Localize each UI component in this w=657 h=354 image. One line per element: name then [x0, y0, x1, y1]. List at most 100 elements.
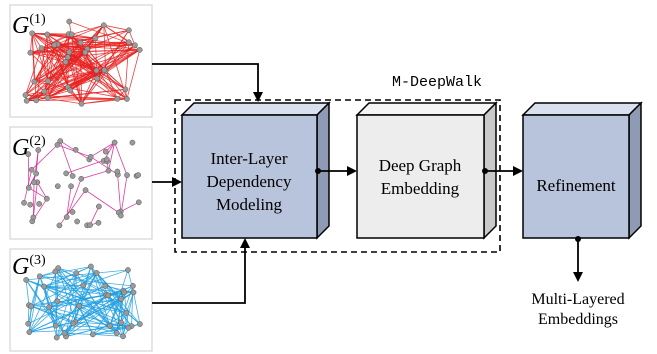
graph3-node	[118, 319, 124, 326]
graph3-edge	[104, 285, 127, 313]
graph1-node	[22, 92, 29, 98]
graph1-edge	[31, 33, 35, 82]
graph1-edge	[46, 34, 49, 82]
graph1-node	[33, 97, 40, 104]
graph2-node	[57, 138, 64, 144]
graph3-node	[25, 320, 32, 327]
graph2-edge	[114, 142, 128, 176]
graph3-edge	[49, 298, 122, 308]
graph1-node	[136, 47, 143, 53]
graph2-edge	[59, 140, 73, 177]
graph3-edge	[79, 298, 122, 307]
graph3-edge	[28, 306, 32, 333]
graph1-edge	[67, 69, 105, 88]
deep-graph-block: Deep Graph Embedding	[355, 101, 498, 240]
graph2-edge	[32, 182, 35, 218]
graph2-edge	[33, 149, 39, 183]
output-line2: Embeddings	[538, 311, 618, 328]
graph1-edge	[32, 32, 69, 35]
graph1-edge	[105, 70, 118, 99]
graph2-node	[63, 170, 70, 177]
graph1-edge	[69, 69, 105, 91]
graph1-edge	[68, 52, 82, 104]
graph1-node	[44, 94, 51, 101]
graph1-node	[68, 31, 75, 38]
graph2-node	[87, 153, 94, 160]
graph1-edge	[54, 24, 104, 46]
graph-layer-3	[23, 263, 143, 341]
graph3-edge	[122, 312, 127, 337]
graph3-edge	[96, 272, 109, 296]
graph3-node	[46, 304, 53, 310]
graph2-node	[54, 183, 61, 190]
graph2-node	[82, 187, 89, 193]
graph2-edge	[66, 159, 107, 174]
graph1-node	[66, 18, 73, 25]
graph1-edge	[69, 21, 136, 46]
graph3-node	[23, 277, 29, 283]
inter-layer-line3: Modeling	[216, 195, 283, 214]
graph2-edge	[116, 171, 122, 212]
graph1-edge	[47, 44, 136, 99]
graph3-edge	[43, 286, 65, 334]
graph2-edge	[66, 178, 82, 218]
graph2-node	[135, 199, 142, 206]
layer-2-label: G(2)	[12, 134, 46, 161]
graph3-edge	[30, 272, 97, 307]
graph1-edge	[29, 33, 33, 53]
graph1-edge	[84, 52, 105, 71]
graph3-node	[52, 268, 59, 275]
graph1-node	[38, 45, 45, 52]
graph1-edge	[46, 34, 71, 91]
graph3-edge	[107, 295, 127, 314]
graph2-node	[78, 175, 85, 182]
graph3-edge	[74, 273, 77, 322]
graph3-edge	[90, 266, 111, 326]
graph3-node	[28, 303, 34, 310]
graph1-edge	[87, 29, 130, 50]
graph3-edge	[43, 286, 58, 338]
graph3-edge	[57, 267, 109, 296]
graph3-node	[41, 283, 47, 290]
graph2-node	[103, 156, 110, 163]
graph1-edge	[104, 69, 126, 90]
graph2-node	[129, 139, 136, 146]
graph2-node	[74, 218, 80, 225]
graph3-edge	[76, 272, 125, 293]
graph3-edge	[30, 276, 41, 307]
graph1-node	[31, 78, 38, 85]
inter-layer-block: Inter-Layer Dependency Modeling	[180, 101, 331, 240]
graph3-edge	[58, 267, 77, 274]
graph1-edge	[47, 41, 129, 82]
graph3-edge	[65, 272, 77, 337]
graph1-node	[122, 86, 129, 93]
graph3-node	[106, 322, 113, 329]
graph2-node	[35, 147, 42, 153]
graph3-node	[93, 270, 100, 276]
graph2-edge	[90, 142, 115, 158]
graph1-node	[93, 67, 100, 74]
graph3-edge	[56, 272, 77, 338]
deep-graph-line1: Deep Graph	[379, 156, 462, 175]
graph2-node	[36, 201, 42, 207]
graph1-edge	[47, 24, 105, 82]
graph1-edge	[41, 48, 49, 82]
m-deepwalk-label: M-DeepWalk	[392, 74, 482, 91]
graph3-node	[54, 298, 61, 305]
graph1-node	[66, 49, 73, 56]
graph2-edge	[90, 156, 119, 176]
graph3-node	[125, 267, 131, 273]
graph1-edge	[53, 44, 71, 91]
graph1-edge	[26, 88, 126, 102]
graph3-node	[137, 321, 143, 327]
graph2-edge	[85, 189, 119, 213]
graph3-edge	[25, 279, 30, 306]
graph3-edge	[39, 275, 109, 296]
graph2-edge	[108, 142, 116, 171]
graph1-edge	[31, 33, 49, 82]
inter-layer-line2: Dependency	[207, 172, 292, 191]
graph2-node	[105, 167, 112, 174]
graph1-node	[77, 39, 84, 46]
graph2-edge	[120, 201, 139, 212]
graph3-node	[105, 292, 112, 299]
